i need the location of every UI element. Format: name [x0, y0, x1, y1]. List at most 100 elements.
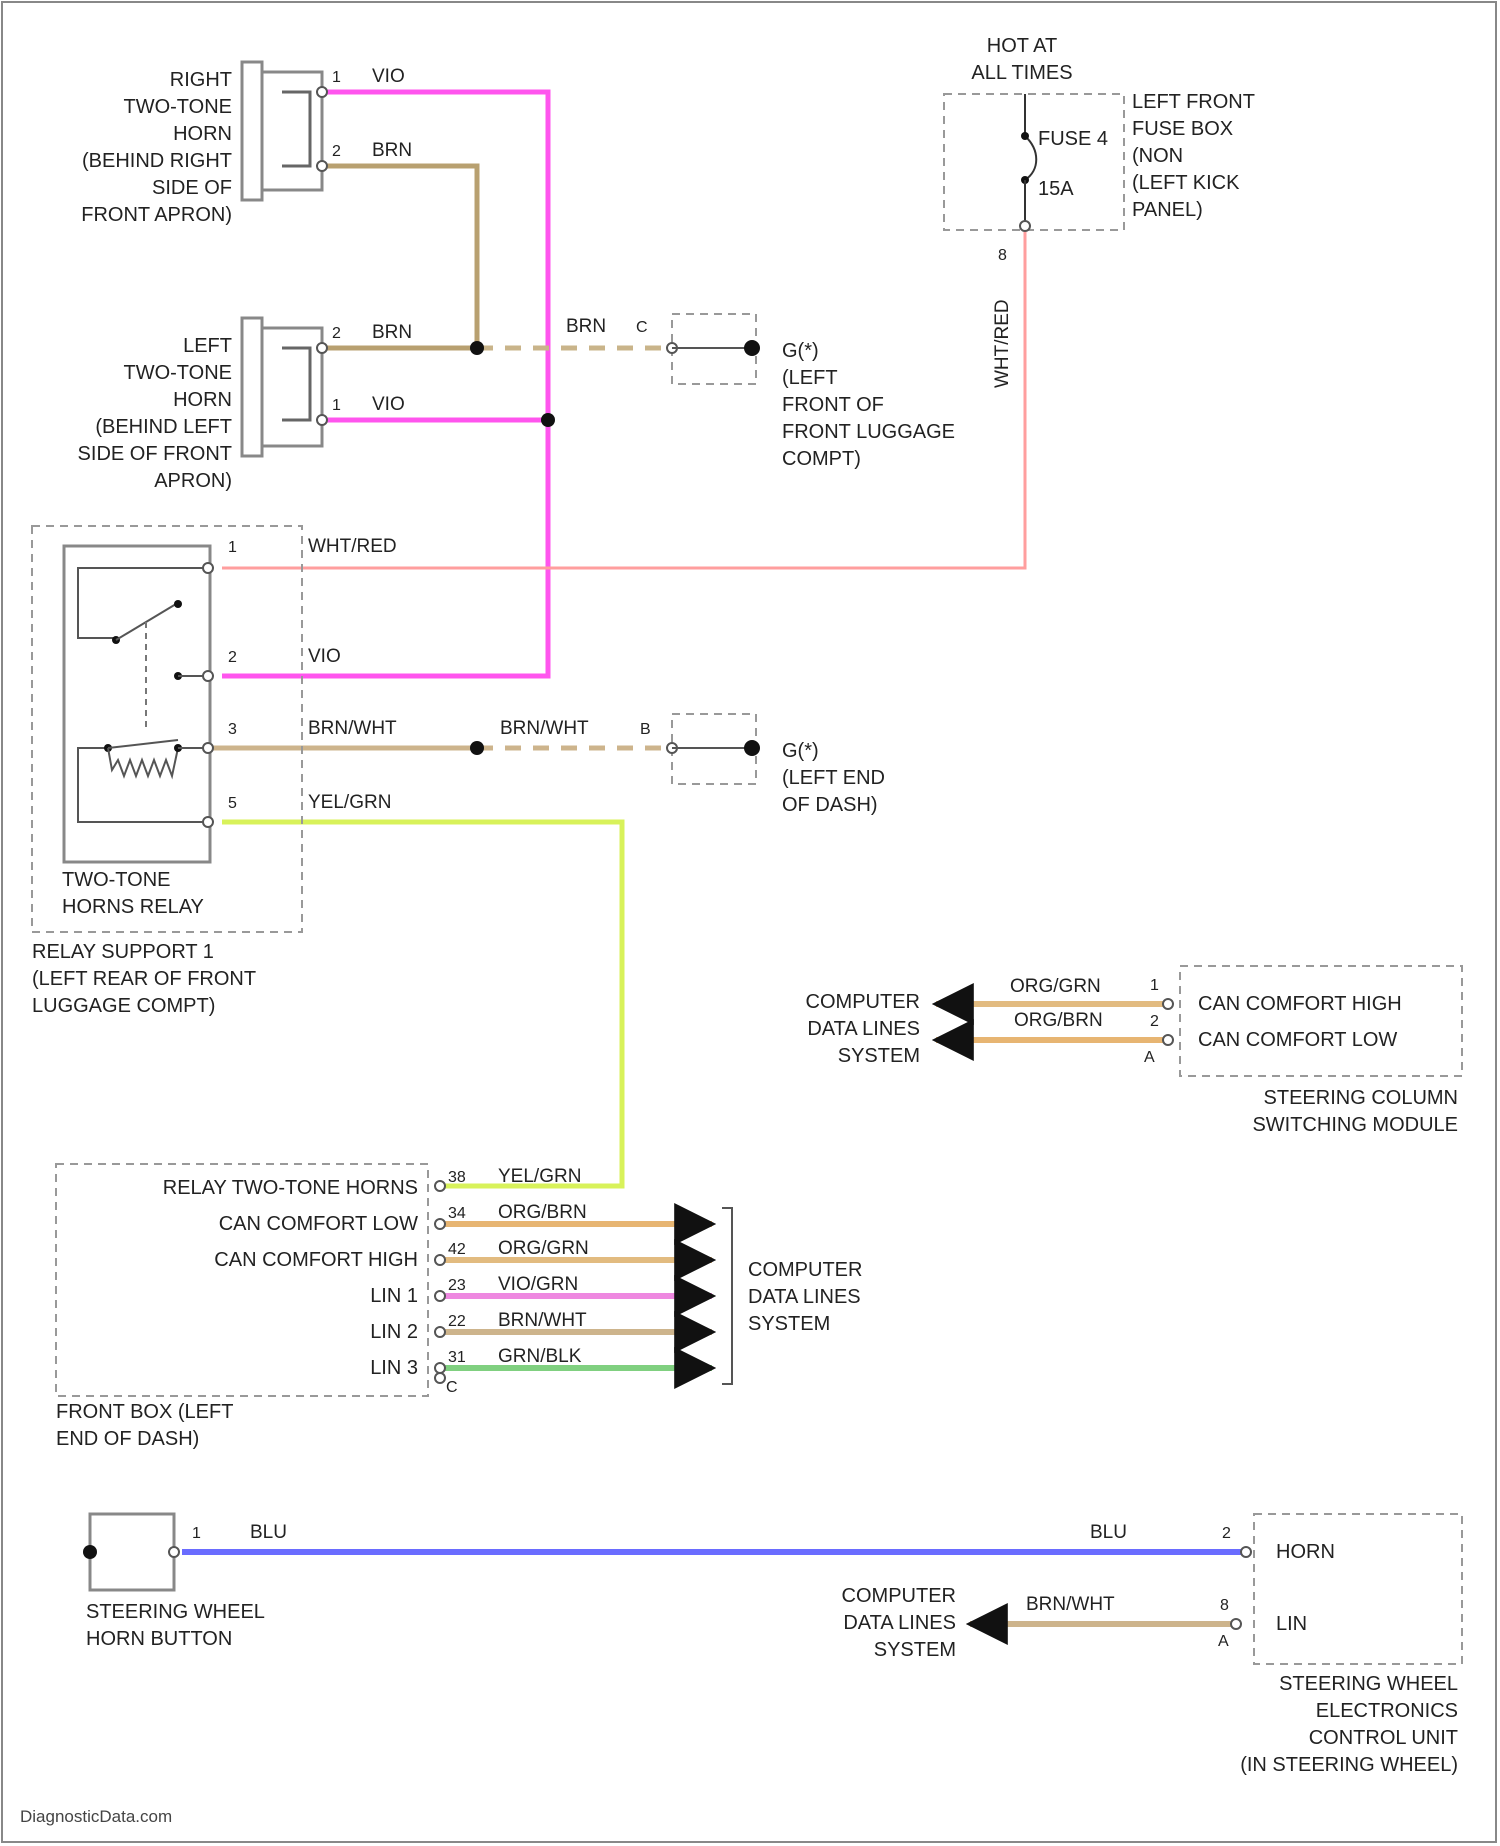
relay-pin-5: 5 [228, 795, 237, 812]
front-box-label-2: END OF DASH) [56, 1428, 199, 1450]
wire-label-wht-red: WHT/RED [992, 299, 1013, 388]
svg-text:2: 2 [332, 325, 341, 342]
svg-text:1: 1 [332, 397, 341, 414]
svg-text:TWO-TONE: TWO-TONE [123, 96, 232, 118]
front-box-row-wire: BRN/WHT [498, 1310, 587, 1331]
front-box-pin-terminal [435, 1363, 445, 1373]
svg-text:LIN: LIN [1276, 1613, 1307, 1635]
front-box-row-pin: 34 [448, 1205, 466, 1222]
footer-watermark: DiagnosticData.com [20, 1807, 172, 1826]
swecu-label-1: STEERING WHEEL [1279, 1673, 1458, 1695]
front-box-row-name: LIN 1 [370, 1285, 418, 1307]
svg-text:(LEFT REAR OF FRONT: (LEFT REAR OF FRONT [32, 968, 256, 990]
swecu-label-4: (IN STEERING WHEEL) [1240, 1754, 1458, 1776]
wire-label-vio: VIO [372, 394, 405, 415]
left-horn-label-1: LEFT [183, 335, 232, 357]
svg-text:CAN COMFORT LOW: CAN COMFORT LOW [1198, 1029, 1397, 1051]
front-box-row-wire: ORG/GRN [498, 1238, 589, 1259]
svg-text:LUGGAGE COMPT): LUGGAGE COMPT) [32, 995, 215, 1017]
front-box-pin-terminal [435, 1181, 445, 1191]
right-horn-label-3: HORN [173, 123, 232, 145]
swecu-label-3: CONTROL UNIT [1309, 1727, 1458, 1749]
svg-text:FUSE BOX: FUSE BOX [1132, 118, 1233, 140]
svg-text:SYSTEM: SYSTEM [838, 1045, 920, 1067]
svg-text:FRONT OF: FRONT OF [782, 394, 884, 416]
svg-text:FRONT BOX (LEFT: FRONT BOX (LEFT [56, 1401, 233, 1423]
svg-text:B: B [640, 721, 651, 738]
svg-text:END OF DASH): END OF DASH) [56, 1428, 199, 1450]
wire-label-brn: BRN [372, 140, 412, 161]
svg-text:FRONT APRON): FRONT APRON) [81, 204, 232, 226]
svg-text:C: C [636, 319, 648, 336]
right-horn-label-2: TWO-TONE [123, 96, 232, 118]
svg-text:ELECTRONICS: ELECTRONICS [1316, 1700, 1458, 1722]
splice-dot [541, 413, 555, 427]
svg-text:STEERING WHEEL: STEERING WHEEL [86, 1601, 265, 1623]
front-box-pin-terminal [435, 1255, 445, 1265]
left-horn-pin-2: 2 [332, 325, 341, 342]
svg-text:DATA LINES: DATA LINES [807, 1018, 920, 1040]
column-label-1: STEERING COLUMN [1264, 1087, 1458, 1109]
svg-text:PANEL): PANEL) [1132, 199, 1203, 221]
svg-text:BRN: BRN [566, 316, 606, 337]
svg-text:2: 2 [1222, 1525, 1231, 1542]
relay-support-label-1: RELAY SUPPORT 1 [32, 941, 214, 963]
left-horn-label-2: TWO-TONE [123, 362, 232, 384]
ground2-label-1: G(*) [782, 740, 819, 762]
left-horn-component: LEFT TWO-TONE HORN (BEHIND LEFT SIDE OF … [78, 318, 413, 492]
front-box-pin-terminal [435, 1291, 445, 1301]
column-line-can-high: CAN COMFORT HIGH [1198, 993, 1402, 1015]
swecu-pin-2: 2 [1222, 1525, 1231, 1542]
svg-text:A: A [1218, 1633, 1229, 1650]
wire-label-org-brn: ORG/BRN [1014, 1010, 1103, 1031]
column-pin-a: A [1144, 1049, 1155, 1066]
splice-dot [470, 741, 484, 755]
front-box-pin-terminal [435, 1219, 445, 1229]
right-horn-label-1: RIGHT [170, 69, 232, 91]
svg-text:BLU: BLU [1090, 1522, 1127, 1543]
svg-text:VIO: VIO [372, 66, 405, 87]
front-box-label-1: FRONT BOX (LEFT [56, 1401, 233, 1423]
svg-text:A: A [1144, 1049, 1155, 1066]
svg-text:BRN/WHT: BRN/WHT [308, 718, 397, 739]
ground2-label-2: (LEFT END [782, 767, 885, 789]
relay-support-label-3: LUGGAGE COMPT) [32, 995, 215, 1017]
swecu-label-2: ELECTRONICS [1316, 1700, 1458, 1722]
front-box-pin-terminal [435, 1327, 445, 1337]
hot-label-2: ALL TIMES [971, 62, 1072, 84]
hot-label-1: HOT AT [987, 35, 1057, 57]
swecu-left-label-2: DATA LINES [843, 1612, 956, 1634]
svg-text:SYSTEM: SYSTEM [748, 1313, 830, 1335]
wire-wht-red [222, 230, 1025, 568]
relay-pin-3: 3 [228, 721, 237, 738]
svg-text:ORG/GRN: ORG/GRN [1010, 976, 1101, 997]
front-box-row-wire: YEL/GRN [498, 1166, 581, 1187]
front-box-row-name: CAN COMFORT LOW [219, 1213, 418, 1235]
svg-text:STEERING COLUMN: STEERING COLUMN [1264, 1087, 1458, 1109]
svg-text:FUSE 4: FUSE 4 [1038, 128, 1108, 150]
svg-text:CAN COMFORT HIGH: CAN COMFORT HIGH [1198, 993, 1402, 1015]
ground-label-4: FRONT LUGGAGE [782, 421, 955, 443]
svg-text:HOT AT: HOT AT [987, 35, 1057, 57]
right-horn-component: RIGHT TWO-TONE HORN (BEHIND RIGHT SIDE O… [81, 62, 412, 226]
svg-text:2: 2 [332, 143, 341, 160]
column-label-2: SWITCHING MODULE [1252, 1114, 1458, 1136]
svg-text:OF DASH): OF DASH) [782, 794, 878, 816]
svg-text:HORN: HORN [173, 389, 232, 411]
svg-text:HORN: HORN [173, 123, 232, 145]
front-box-row-pin: 38 [448, 1169, 466, 1186]
ground-label-1: G(*) [782, 340, 819, 362]
right-horn-pin-2: 2 [332, 143, 341, 160]
svg-text:(LEFT END: (LEFT END [782, 767, 885, 789]
svg-text:COMPT): COMPT) [782, 448, 861, 470]
svg-text:RELAY SUPPORT 1: RELAY SUPPORT 1 [32, 941, 214, 963]
wire-label-brn: BRN [566, 316, 606, 337]
swecu-line-lin: LIN [1276, 1613, 1307, 1635]
svg-text:COMPUTER: COMPUTER [842, 1585, 956, 1607]
front-box-row-name: CAN COMFORT HIGH [214, 1249, 418, 1271]
svg-text:DATA LINES: DATA LINES [843, 1612, 956, 1634]
horn-button-pin: 1 [192, 1525, 201, 1542]
column-left-label-1: COMPUTER [806, 991, 920, 1013]
